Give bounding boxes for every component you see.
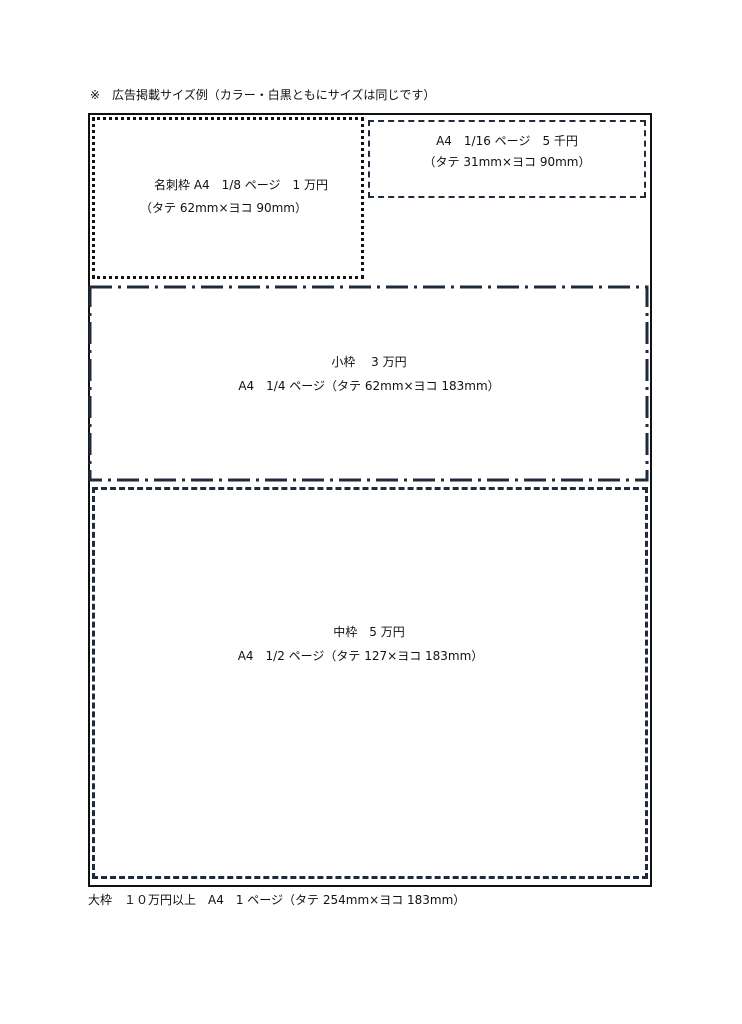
sixteenth-page-frame xyxy=(368,120,646,198)
sixteenth-size: （タテ 31mm×ヨコ 90mm） xyxy=(423,155,591,169)
meishi-size: （タテ 62mm×ヨコ 90mm） xyxy=(140,201,307,215)
small-label: 小枠 3 万円 xyxy=(331,355,407,369)
meishi-frame-eighth-page xyxy=(92,117,364,279)
middle-frame-half-page xyxy=(92,487,648,879)
small-frame-quarter-page xyxy=(88,285,649,482)
header-note: ※ 広告掲載サイズ例（カラー・白黒ともにサイズは同じです） xyxy=(90,88,436,102)
small-size: A4 1/4 ページ（タテ 62mm×ヨコ 183mm） xyxy=(238,379,500,393)
large-frame-full-page xyxy=(88,113,652,887)
middle-size: A4 1/2 ページ（タテ 127×ヨコ 183mm） xyxy=(237,649,484,663)
sixteenth-label: A4 1/16 ページ 5 千円 xyxy=(436,134,578,148)
middle-label: 中枠 5 万円 xyxy=(333,625,405,639)
large-frame-label: 大枠 １０万円以上 A4 1 ページ（タテ 254mm×ヨコ 183mm） xyxy=(88,893,466,907)
meishi-label: 名刺枠 A4 1/8 ページ 1 万円 xyxy=(154,178,328,192)
